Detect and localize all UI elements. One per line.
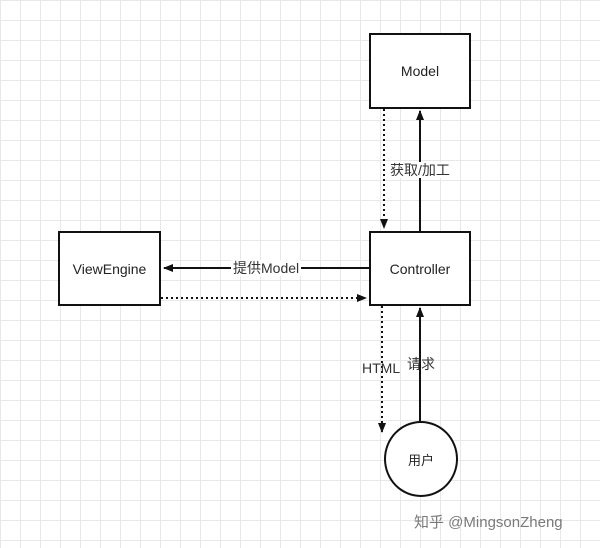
controller-label: Controller [389, 260, 451, 277]
model-label: Model [400, 63, 440, 79]
edge-label-html: HTML [362, 360, 401, 376]
edge-label-fetch-process: 获取/加工 [390, 162, 450, 178]
user-node[interactable]: 用户 [384, 421, 458, 497]
user-label: 用户 [407, 452, 434, 468]
edge-label-request: 请求 [407, 356, 435, 372]
model-node[interactable]: Model [369, 33, 471, 109]
viewengine-label: ViewEngine [72, 260, 147, 277]
watermark: 知乎 @MingsonZheng [414, 514, 563, 531]
viewengine-node[interactable]: ViewEngine [58, 231, 161, 306]
controller-node[interactable]: Controller [369, 231, 471, 306]
edge-label-provide-model: 提供Model [231, 260, 302, 276]
